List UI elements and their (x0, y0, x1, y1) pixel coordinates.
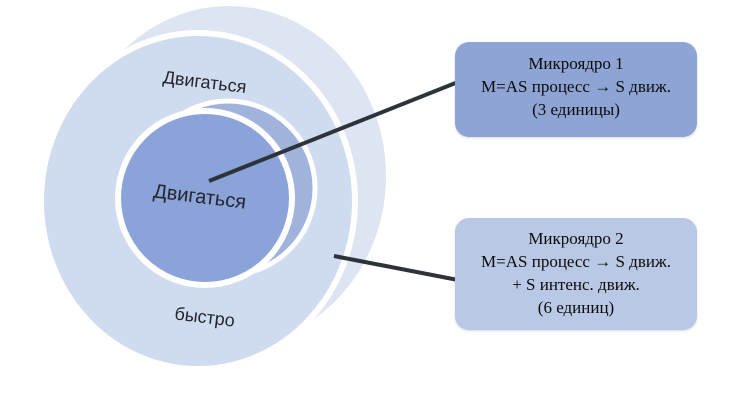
callout-2-title: Микроядро 2 (528, 229, 624, 248)
callout-2-formula: M=AS процесс → S движ. (481, 252, 671, 271)
connector-line-2 (333, 254, 459, 282)
inner-front-circle (115, 108, 295, 288)
callout-1-formula: M=AS процесс → S движ. (481, 77, 671, 96)
callout-2-formula-2: + S интенс. движ. (512, 275, 640, 294)
callout-1-units: (3 единицы) (532, 100, 620, 119)
callout-2-units: (6 единиц) (537, 298, 615, 317)
callout-microcore-1: Микроядро 1 M=AS процесс → S движ. (3 ед… (455, 42, 697, 137)
connector-line-1 (208, 80, 459, 183)
callout-1-title: Микроядро 1 (528, 54, 624, 73)
callout-microcore-2: Микроядро 2 M=AS процесс → S движ. + S и… (455, 218, 697, 330)
